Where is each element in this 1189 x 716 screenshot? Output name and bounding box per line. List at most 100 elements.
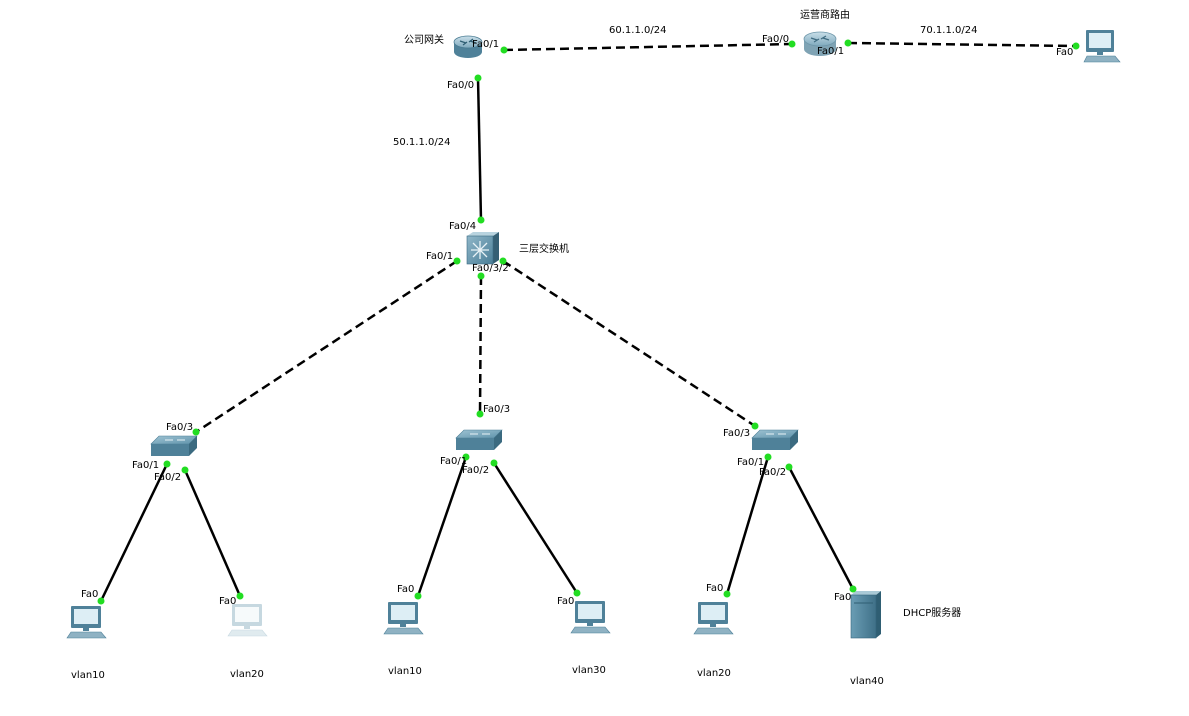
port-label: Fa0/3 [483, 404, 510, 415]
server-icon [850, 591, 881, 639]
port-status-layer [97, 39, 1080, 605]
port-label: Fa0/3 [166, 422, 193, 433]
port-dot-s2-fa02 [490, 459, 498, 467]
router-icon [453, 35, 483, 58]
port-label: Fa0/2 [154, 472, 181, 483]
port-dot-gw-fa01 [500, 46, 508, 54]
port-label: Fa0/3/2 [472, 263, 509, 274]
device-dhcp-server[interactable] [850, 591, 881, 639]
port-label: Fa0 [557, 596, 574, 607]
network-50-label: 50.1.1.0/24 [393, 137, 450, 148]
port-dot-s1-fa02 [181, 466, 189, 474]
switch-icon [751, 429, 799, 450]
gateway-label: 公司网关 [404, 33, 444, 46]
isp-router-label: 运营商路由 [800, 8, 850, 21]
port-label: Fa0/3 [723, 428, 750, 439]
port-dot-l3-fa04 [477, 216, 485, 224]
switch-icon [150, 435, 198, 456]
port-dot-s3-fa01 [764, 453, 772, 461]
pc1-vlan-label: vlan10 [71, 670, 105, 681]
device-pc2[interactable] [227, 604, 268, 637]
port-label: Fa0/2 [759, 467, 786, 478]
pc-icon [383, 602, 424, 635]
port-dot-gw-fa00 [474, 74, 482, 82]
router-icon [803, 31, 837, 56]
switch-icon [455, 429, 503, 450]
port-dot-isp-fa01 [844, 39, 852, 47]
device-pc4[interactable] [570, 601, 611, 634]
link-switch3-pc5[interactable] [725, 456, 770, 595]
device-pc1[interactable] [66, 606, 107, 639]
device-isp-router[interactable] [803, 31, 837, 56]
port-label: Fa0/0 [447, 80, 474, 91]
port-label: Fa0/0 [762, 34, 789, 45]
port-label: Fa0 [397, 584, 414, 595]
device-l3-switch[interactable] [466, 232, 499, 265]
port-label: Fa0/1 [426, 251, 453, 262]
pc-icon [66, 606, 107, 639]
port-dot-pc4-fa0 [573, 589, 581, 597]
link-l3switch-switch2[interactable] [478, 275, 483, 415]
link-switch3-server[interactable] [787, 466, 855, 590]
pc-icon [693, 602, 734, 635]
device-pc3[interactable] [383, 602, 424, 635]
device-gateway[interactable] [453, 35, 483, 58]
l3-switch-label: 三层交换机 [519, 242, 569, 255]
port-dot-isp-fa00 [788, 40, 796, 48]
port-dot-pc5-fa0 [723, 590, 731, 598]
port-dot-l3-fa01 [453, 257, 461, 265]
port-label: Fa0/1 [132, 460, 159, 471]
port-label: Fa0 [219, 596, 236, 607]
pc4-vlan-label: vlan30 [572, 665, 606, 676]
port-label: Fa0 [1056, 47, 1073, 58]
port-dot-s1-fa03 [192, 428, 200, 436]
port-dot-pc2-fa0 [236, 592, 244, 600]
pc3-vlan-label: vlan10 [388, 666, 422, 677]
network-60-label: 60.1.1.0/24 [609, 25, 666, 36]
link-l3switch-switch3[interactable] [502, 259, 756, 428]
link-gateway-isp[interactable] [503, 42, 793, 52]
port-dot-s2-fa03 [476, 410, 484, 418]
port-label: Fa0/1 [440, 456, 467, 467]
link-switch1-pc2[interactable] [183, 469, 242, 597]
port-dot-l3-fa02 [499, 257, 507, 265]
port-label: Fa0 [706, 583, 723, 594]
port-label: Fa0 [81, 589, 98, 600]
link-gateway-l3switch[interactable] [476, 77, 483, 221]
link-isp-pc[interactable] [847, 41, 1077, 48]
port-dot-srv-fa0 [849, 585, 857, 593]
pc5-vlan-label: vlan20 [697, 668, 731, 679]
server-vlan-label: vlan40 [850, 676, 884, 687]
port-dot-s1-fa01 [163, 460, 171, 468]
link-switch2-pc4[interactable] [492, 462, 579, 594]
port-label: Fa0 [834, 592, 851, 603]
multilayer-switch-icon [466, 232, 499, 265]
port-dot-pc1-fa0 [97, 597, 105, 605]
device-switch3[interactable] [751, 429, 799, 450]
port-dot-s2-fa01 [462, 453, 470, 461]
port-label: Fa0/1 [472, 39, 499, 50]
pc-icon [227, 604, 268, 637]
link-l3switch-switch1[interactable] [195, 259, 458, 434]
device-switch2[interactable] [455, 429, 503, 450]
port-label: Fa0/4 [449, 221, 476, 232]
port-label: Fa0/2 [462, 465, 489, 476]
link-switch2-pc3[interactable] [416, 456, 468, 597]
pc2-vlan-label: vlan20 [230, 669, 264, 680]
port-dot-pc3-fa0 [414, 592, 422, 600]
device-switch1[interactable] [150, 435, 198, 456]
device-pc-internet[interactable] [1083, 30, 1121, 63]
links-layer [99, 41, 1077, 602]
port-dot-s3-fa03 [751, 422, 759, 430]
port-dot-pcnet-fa0 [1072, 42, 1080, 50]
port-dot-l3-fa03 [477, 272, 485, 280]
network-70-label: 70.1.1.0/24 [920, 25, 977, 36]
pc-icon [570, 601, 611, 634]
port-label: Fa0/1 [737, 457, 764, 468]
labels-layer: 公司网关 运营商路由 三层交换机 DHCP服务器 vlan10 vlan20 v… [71, 8, 1073, 687]
pc-icon [1083, 30, 1121, 63]
device-pc5[interactable] [693, 602, 734, 635]
server-label: DHCP服务器 [903, 606, 961, 619]
link-switch1-pc1[interactable] [99, 463, 169, 602]
